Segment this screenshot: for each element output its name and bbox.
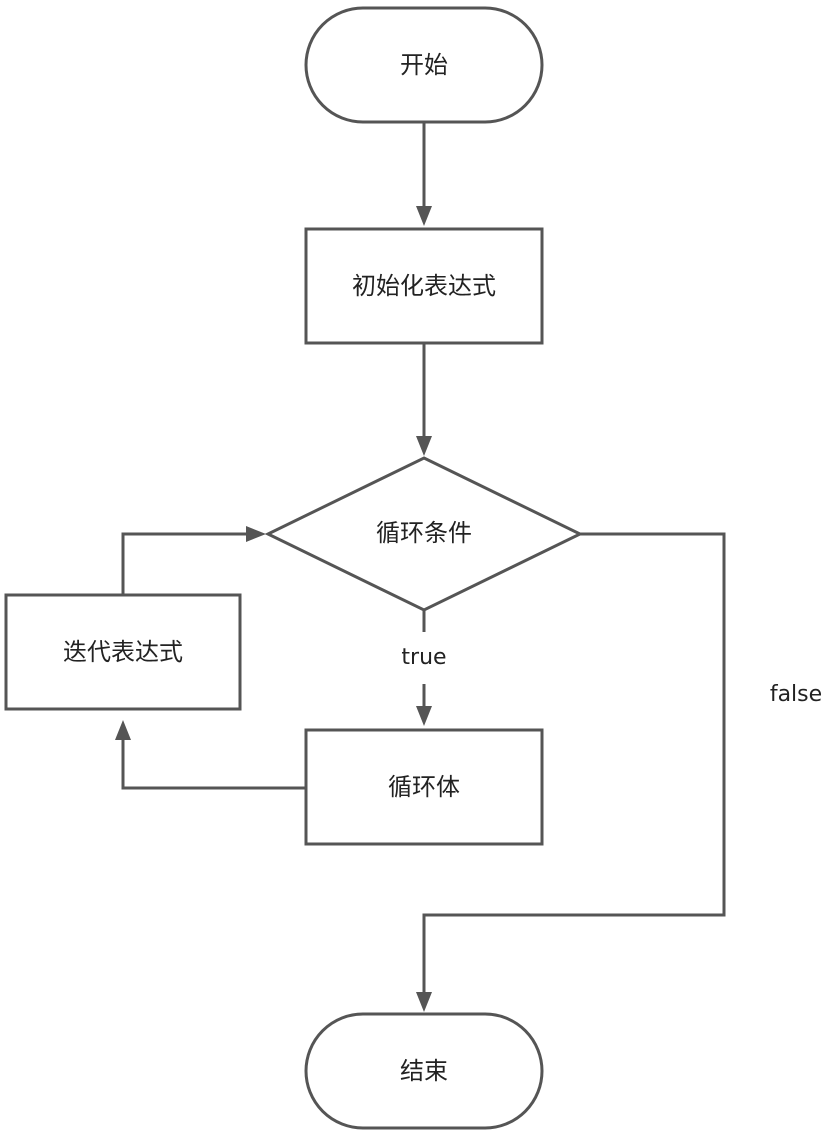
node-end: 结束 (304, 1012, 544, 1130)
iterate-process-box (4, 593, 242, 711)
edge-label-true: true (401, 645, 446, 670)
node-init: 初始化表达式 (304, 227, 544, 345)
edge-line (121, 738, 306, 790)
node-body: 循环体 (304, 728, 544, 846)
arrowhead-down-icon (416, 206, 432, 226)
edge-condition-to-end: false (416, 532, 822, 1012)
node-iterate: 迭代表达式 (4, 593, 242, 711)
condition-label: 循环条件 (376, 519, 472, 547)
arrowhead-down-icon (416, 436, 432, 456)
init-label: 初始化表达式 (352, 272, 496, 300)
iterate-label: 迭代表达式 (63, 638, 183, 666)
init-process-box (304, 227, 544, 345)
body-process-box (304, 728, 544, 846)
edge-line (121, 532, 248, 595)
arrowhead-right-icon (246, 526, 266, 542)
arrowhead-down-icon (416, 992, 432, 1012)
edge-start-to-init (416, 122, 432, 226)
end-terminator-shape (304, 1012, 544, 1130)
edge-init-to-condition (416, 343, 432, 456)
edge-condition-to-body: true (401, 610, 447, 726)
edge-body-to-iterate (115, 720, 306, 790)
start-label: 开始 (400, 51, 448, 79)
arrowhead-up-icon (115, 720, 131, 740)
body-label: 循环体 (388, 773, 460, 801)
end-label: 结束 (400, 1057, 448, 1085)
node-condition: 循环条件 (264, 456, 584, 612)
edge-label-false: false (770, 682, 822, 707)
arrowhead-down-icon (416, 706, 432, 726)
edge-iterate-to-condition (121, 526, 266, 595)
edge-line (422, 532, 726, 994)
node-start: 开始 (304, 6, 544, 124)
